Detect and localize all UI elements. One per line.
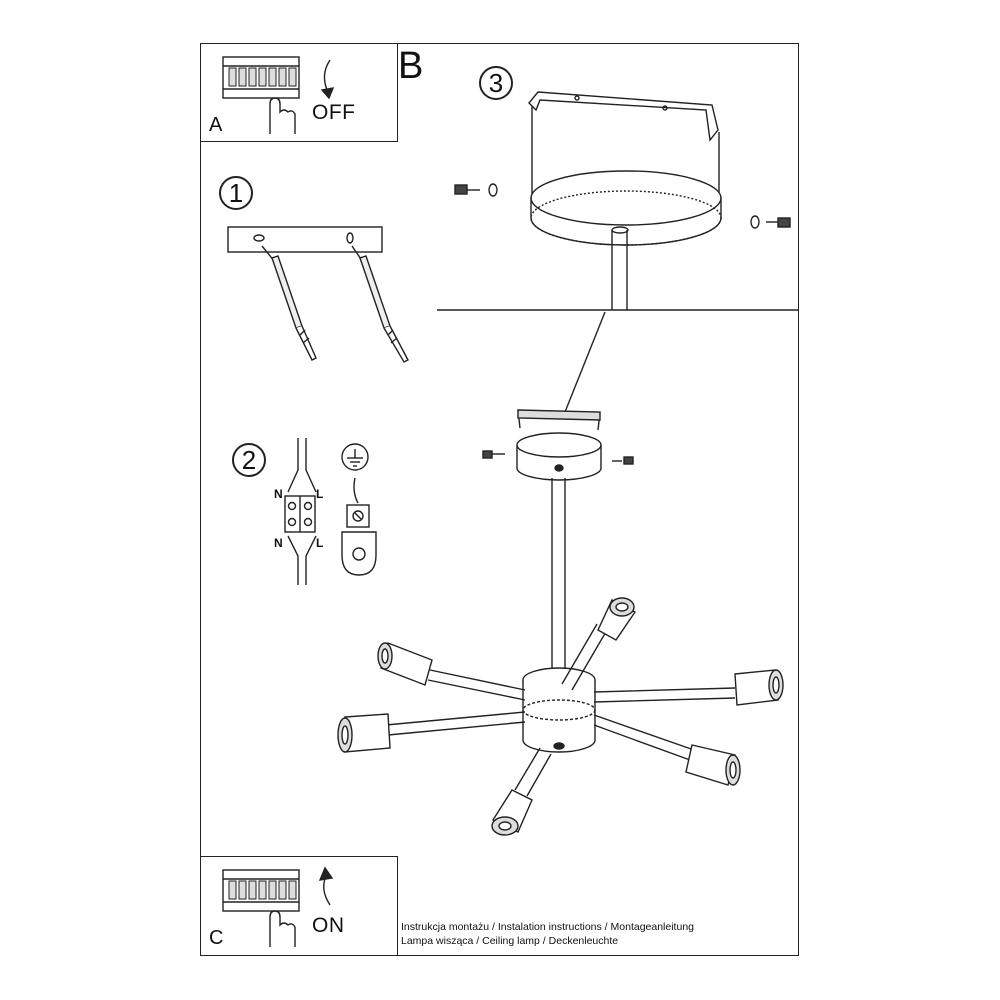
caption-line-2: Lampa wisząca / Ceiling lamp / Deckenleu… — [401, 935, 619, 947]
wall-plug-icon-right — [351, 245, 409, 363]
bulb-socket-top — [597, 597, 637, 641]
step-1-number: 1 — [228, 177, 244, 208]
bulb-socket-right-lower — [685, 744, 741, 786]
wall-plug-icon-left — [261, 245, 317, 361]
caption-line-1: Instrukcja montażu / Instalation instruc… — [401, 921, 694, 933]
screw-icon-left — [454, 183, 498, 197]
ground-symbol-icon — [341, 443, 369, 471]
arrow-up-icon — [318, 866, 334, 906]
wire-l-bottom-label: L — [316, 536, 324, 550]
screw-icon-right — [750, 215, 791, 229]
step-3-number: 3 — [488, 67, 504, 98]
bulb-socket-left-lower — [337, 713, 391, 753]
step-2-number: 2 — [241, 444, 257, 475]
panel-a-letter: A — [209, 114, 223, 136]
wire-l-top-label: L — [316, 487, 324, 501]
step-2-badge: 2 — [232, 443, 266, 477]
hand-icon-off — [269, 97, 296, 134]
wire-n-bottom-label: N — [274, 536, 283, 550]
on-label: ON — [312, 914, 345, 937]
detail-callout-line — [564, 311, 606, 413]
instruction-sheet — [200, 43, 799, 956]
step-3-badge: 3 — [479, 66, 513, 100]
lamp-stem — [551, 478, 566, 672]
arrow-down-icon — [320, 59, 335, 100]
terminal-block-icon — [284, 438, 317, 585]
caption: Instrukcja montażu / Instalation instruc… — [401, 920, 694, 948]
bulb-socket-right — [734, 669, 784, 706]
mounting-bracket-icon — [227, 226, 383, 253]
bulb-socket-bottom — [491, 789, 533, 836]
panel-c-letter: C — [209, 927, 224, 949]
lamp-arms — [385, 623, 736, 797]
ground-terminal-icon — [341, 477, 377, 576]
breaker-box-icon-on — [222, 869, 300, 912]
off-label: OFF — [312, 101, 356, 124]
ceiling-canopy-icon — [528, 91, 722, 310]
wire-n-top-label: N — [274, 487, 283, 501]
lamp-hub — [522, 667, 596, 753]
lamp-canopy — [482, 409, 634, 481]
panel-b-letter: B — [398, 45, 424, 87]
hand-icon-on — [269, 910, 296, 947]
bulb-socket-left-upper — [377, 642, 433, 686]
breaker-box-icon-off — [222, 56, 300, 99]
step-1-badge: 1 — [219, 176, 253, 210]
